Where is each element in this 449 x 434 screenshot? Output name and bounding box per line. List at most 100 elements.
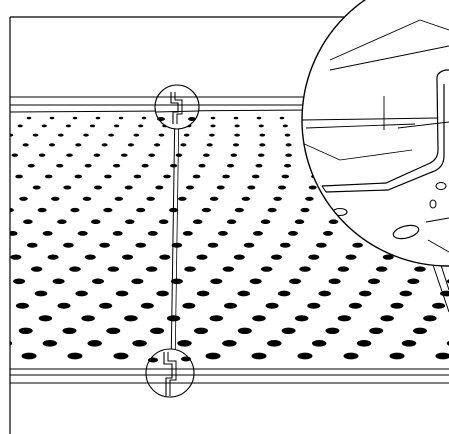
perforation-hole — [256, 116, 262, 120]
perforation-hole — [223, 302, 238, 309]
perforation-hole — [300, 207, 310, 213]
perforation-hole — [413, 327, 427, 334]
perforation-hole — [352, 242, 363, 248]
perforation-hole — [10, 185, 11, 190]
perforation-hole — [284, 133, 291, 137]
callout-top-joint — [154, 84, 200, 130]
perforation-hole — [0, 243, 1, 248]
perforation-hole — [15, 174, 23, 179]
callout-bottom-joint — [145, 348, 195, 398]
perforation-holes — [0, 116, 449, 360]
perforation-hole — [280, 242, 291, 248]
perforation-hole — [145, 266, 158, 272]
perforation-hole — [67, 352, 83, 360]
perforation-hole — [356, 340, 372, 347]
perforation-hole — [57, 302, 71, 309]
perforation-hole — [10, 231, 18, 236]
perforation-hole — [133, 174, 142, 179]
perforation-hole — [57, 219, 67, 224]
perforation-hole — [47, 254, 59, 260]
perforation-hole — [158, 219, 169, 224]
perforation-hole — [307, 302, 321, 309]
perforation-hole — [147, 231, 158, 236]
perforation-hole — [177, 340, 192, 347]
perforation-hole — [10, 254, 22, 260]
perforation-hole — [138, 124, 144, 128]
perforation-hole — [207, 242, 219, 248]
perforation-hole — [343, 352, 359, 360]
perforation-hole — [308, 254, 320, 260]
perforation-hole — [267, 340, 282, 347]
perforation-hole — [209, 133, 215, 137]
perforation-hole — [122, 254, 134, 260]
perforation-hole — [107, 266, 120, 272]
perforation-hole — [440, 290, 449, 297]
perforation-hole — [265, 302, 279, 309]
perforation-hole — [118, 116, 124, 120]
perforation-hole — [182, 231, 193, 236]
perforation-hole — [184, 266, 196, 272]
perforation-hole — [367, 278, 381, 285]
perforation-hole — [209, 196, 219, 201]
perforation-hole — [133, 133, 140, 137]
plate-right-edge — [431, 261, 449, 313]
perforation-hole — [180, 143, 187, 147]
perforation-hole — [196, 254, 208, 260]
perforation-hole — [38, 153, 46, 157]
perforation-hole — [65, 124, 71, 128]
perforation-hole — [121, 153, 128, 157]
perforation-hole — [345, 254, 357, 260]
perforation-hole — [255, 163, 263, 168]
perforation-hole — [285, 153, 292, 157]
perforation-hole — [423, 315, 437, 322]
perforation-hole — [287, 231, 299, 236]
perforation-hole — [84, 254, 96, 260]
perforation-hole — [124, 315, 138, 322]
perforation-hole — [156, 290, 169, 297]
perforation-hole — [210, 116, 216, 120]
perforation-hole — [51, 196, 60, 201]
perforation-hole — [135, 242, 146, 248]
perforation-hole — [234, 124, 240, 128]
perforation-hole — [83, 133, 89, 137]
perforation-hole — [112, 231, 123, 236]
perforation-hole — [38, 315, 53, 322]
perforation-hole — [91, 278, 105, 285]
perforation-hole — [15, 302, 29, 309]
perforation-hole — [183, 133, 190, 137]
perforation-hole — [234, 133, 240, 137]
perforation-hole — [273, 196, 282, 201]
perforation-hole — [66, 153, 73, 157]
perforation-hole — [209, 315, 224, 322]
perforation-hole — [114, 124, 120, 128]
perforation-hole — [226, 219, 237, 224]
perforation-hole — [32, 133, 39, 137]
perforation-hole — [308, 185, 317, 190]
perforation-hole — [115, 290, 129, 297]
perforation-hole — [75, 143, 82, 147]
perforation-hole — [399, 290, 413, 297]
perforation-hole — [252, 315, 266, 322]
perforation-hole — [389, 352, 405, 360]
perforation-hole — [185, 185, 195, 190]
perforation-hole — [259, 133, 266, 137]
perforation-hole — [159, 254, 171, 260]
perforation-hole — [81, 315, 95, 322]
perforation-hole — [282, 124, 288, 128]
perforation-hole — [217, 231, 228, 236]
perforation-hole — [4, 117, 9, 120]
perforation-hole — [237, 290, 250, 297]
perforation-hole — [42, 340, 58, 347]
perforation-hole — [127, 143, 134, 147]
perforation-hole — [32, 185, 41, 190]
perforation-hole — [233, 116, 239, 120]
perforation-hole — [294, 219, 305, 224]
perforation-hole — [222, 340, 237, 347]
perforation-hole — [285, 143, 292, 147]
perforation-hole — [21, 352, 37, 360]
perforation-hole — [141, 163, 149, 168]
perforation-hole — [251, 174, 260, 179]
perforation-hole — [358, 290, 372, 297]
